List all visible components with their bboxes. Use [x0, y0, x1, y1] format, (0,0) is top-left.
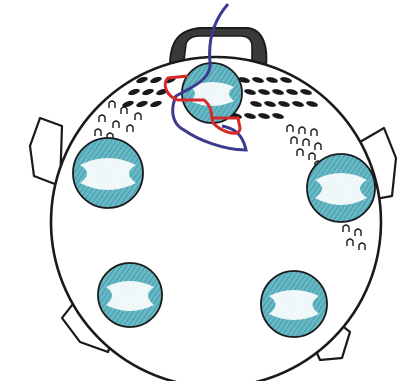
plate-right-upper: [307, 154, 375, 222]
plate-right-lower: [261, 271, 327, 337]
plate-left-upper: [73, 138, 143, 208]
plate-left-lower: [98, 263, 162, 327]
